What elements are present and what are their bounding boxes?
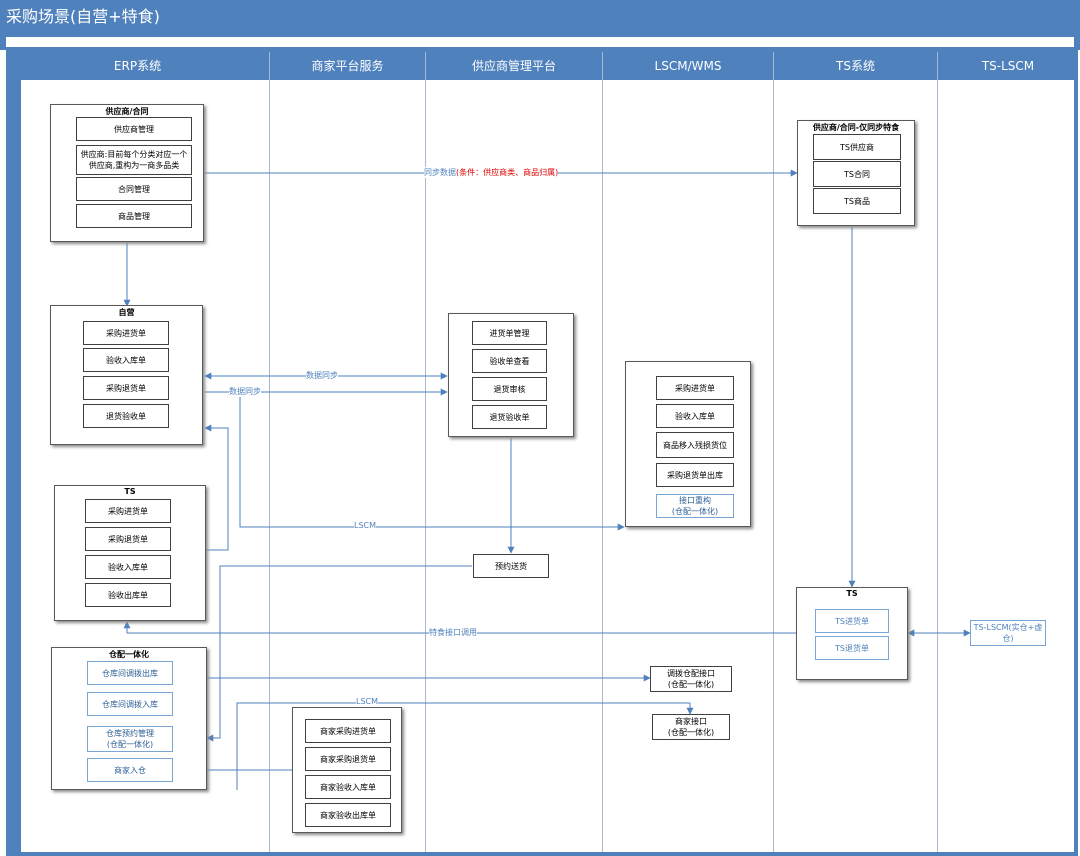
ts-interface-label: 特食接口调用 [429, 627, 477, 638]
self-receipt-box[interactable]: 验收入库单 [83, 348, 169, 372]
ts-outbound-check-box[interactable]: 验收出库单 [85, 583, 171, 607]
lane-header-lscm: LSCM/WMS [603, 52, 774, 80]
ts-product-box[interactable]: TS商品 [813, 188, 901, 214]
merchant-return-order-box[interactable]: 商家采购退货单 [305, 747, 391, 771]
lscm-interface-refactor-box[interactable]: 接口重构 (仓配一体化) [656, 494, 734, 518]
supplier-management-box[interactable]: 供应商管理 [76, 117, 192, 141]
edge-lscm-2 [236, 702, 694, 790]
edge-lscm-1 [239, 395, 625, 531]
return-check-box[interactable]: 退货验收单 [472, 405, 547, 429]
ts-return-order-box[interactable]: 采购退货单 [85, 527, 171, 551]
self-return-order-box[interactable]: 采购退货单 [83, 376, 169, 400]
lscm-receipt-box[interactable]: 验收入库单 [656, 404, 734, 428]
edge-ts-to-selfrun [204, 424, 229, 551]
lscm-purchase-order-box[interactable]: 采购进货单 [656, 376, 734, 400]
transfer-interface-box[interactable]: 调拨仓配接口 (仓配一体化) [650, 666, 732, 692]
group-title: TS [846, 589, 858, 598]
lane-divider [773, 52, 774, 852]
self-purchase-order-box[interactable]: 采购进货单 [83, 321, 169, 345]
ts-purchase-order-box[interactable]: 采购进货单 [85, 499, 171, 523]
ts-contract-box[interactable]: TS合同 [813, 161, 901, 187]
lscm-return-outbound-box[interactable]: 采购退货单出库 [656, 463, 734, 487]
page-title: 采购场景(自营+特食) [0, 0, 1080, 34]
lane-header-merchant: 商家平台服务 [270, 52, 426, 80]
sync-data-label: 同步数据(条件：供应商类、商品归属) [424, 167, 559, 178]
lscm-label-1: LSCM [354, 521, 377, 530]
purchase-order-mgmt-box[interactable]: 进货单管理 [472, 321, 547, 345]
lane-divider [269, 52, 270, 852]
merchant-outbound-box[interactable]: 商家验收出库单 [305, 803, 391, 827]
return-review-box[interactable]: 退货审核 [472, 377, 547, 401]
supplier-note-box[interactable]: 供应商:目前每个分类对应一个供应商,重构为一商多品类 [76, 145, 192, 175]
ts-inbound-order-box[interactable]: TS进货单 [815, 609, 889, 633]
group-title: 仓配一体化 [109, 650, 149, 659]
group-title: 供应商/合同 [105, 107, 149, 116]
lane-header-tslscm: TS-LSCM [938, 52, 1078, 80]
sync-data-text: 同步数据 [424, 168, 456, 177]
data-sync-label-2: 数据同步 [229, 386, 261, 397]
data-sync-label-1: 数据同步 [306, 370, 338, 381]
self-return-check-box[interactable]: 退货验收单 [83, 404, 169, 428]
title-subbar [0, 34, 1080, 50]
group-title: TS [124, 487, 136, 496]
lscm-damaged-location-box[interactable]: 商品移入残损货位 [656, 432, 734, 458]
sync-condition-text: (条件：供应商类、商品归属) [456, 168, 559, 177]
contract-management-box[interactable]: 合同管理 [76, 177, 192, 201]
merchant-interface-box[interactable]: 商家接口 (仓配一体化) [652, 714, 730, 740]
lane-divider [602, 52, 603, 852]
merchant-purchase-order-box[interactable]: 商家采购进货单 [305, 719, 391, 743]
ts-lscm-box[interactable]: TS-LSCM(实仓+虚仓) [970, 620, 1046, 646]
lscm-label-2: LSCM [356, 697, 379, 706]
product-management-box[interactable]: 商品管理 [76, 204, 192, 228]
merchant-inbound-box[interactable]: 商家入仓 [87, 758, 173, 782]
receipt-view-box[interactable]: 验收单查看 [472, 349, 547, 373]
ts-return-order-box[interactable]: TS退货单 [815, 636, 889, 660]
reserve-delivery-box[interactable]: 预约送货 [473, 554, 549, 578]
group-title: 供应商/合同-仅同步特食 [812, 123, 900, 132]
edge-reserve-to-warehouse [206, 565, 472, 742]
lane-divider [425, 52, 426, 852]
warehouse-reservation-box[interactable]: 仓库预约管理 (仓配一体化) [87, 726, 173, 752]
group-ts-system: TS [796, 587, 908, 680]
edge-ts-interface [123, 621, 796, 634]
ts-supplier-box[interactable]: TS供应商 [813, 134, 901, 160]
lane-header-erp: ERP系统 [6, 52, 270, 80]
lane-header-ts: TS系统 [774, 52, 938, 80]
ts-receipt-box[interactable]: 验收入库单 [85, 555, 171, 579]
group-title: 自营 [118, 308, 135, 317]
lane-divider [937, 52, 938, 852]
transfer-in-box[interactable]: 仓库间调拨入库 [87, 692, 173, 716]
merchant-receipt-box[interactable]: 商家验收入库单 [305, 775, 391, 799]
transfer-out-box[interactable]: 仓库间调拨出库 [87, 661, 173, 685]
